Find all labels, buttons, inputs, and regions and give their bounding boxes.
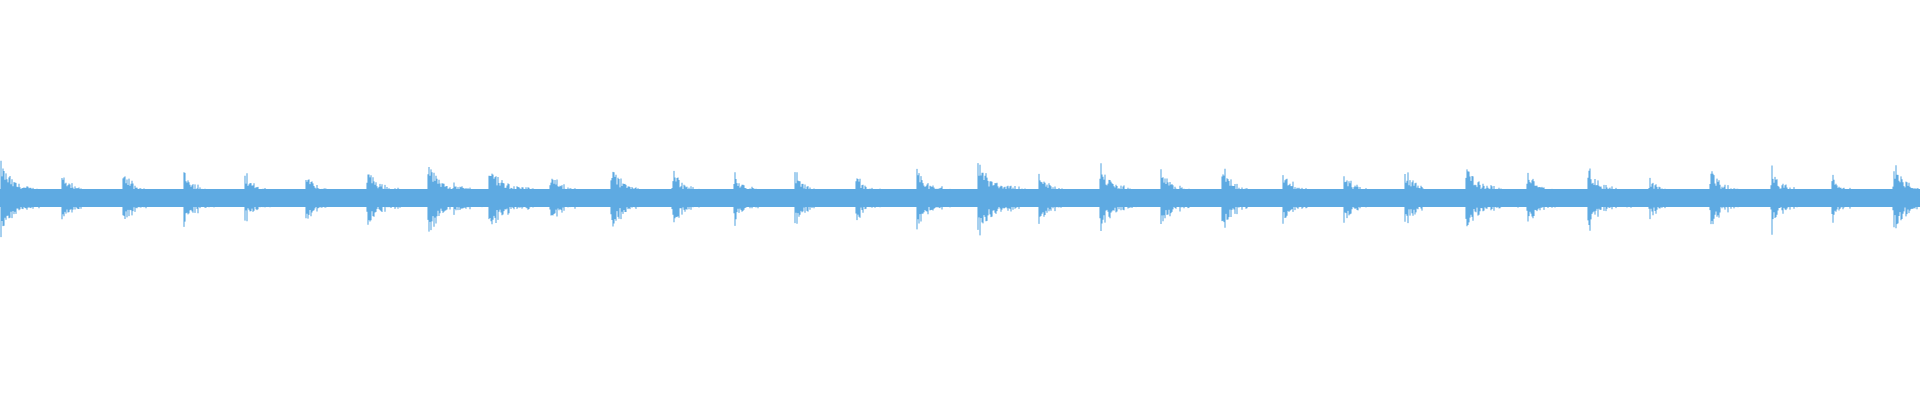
waveform-core: [0, 189, 1920, 207]
waveform-peaks: [0, 160, 1920, 238]
